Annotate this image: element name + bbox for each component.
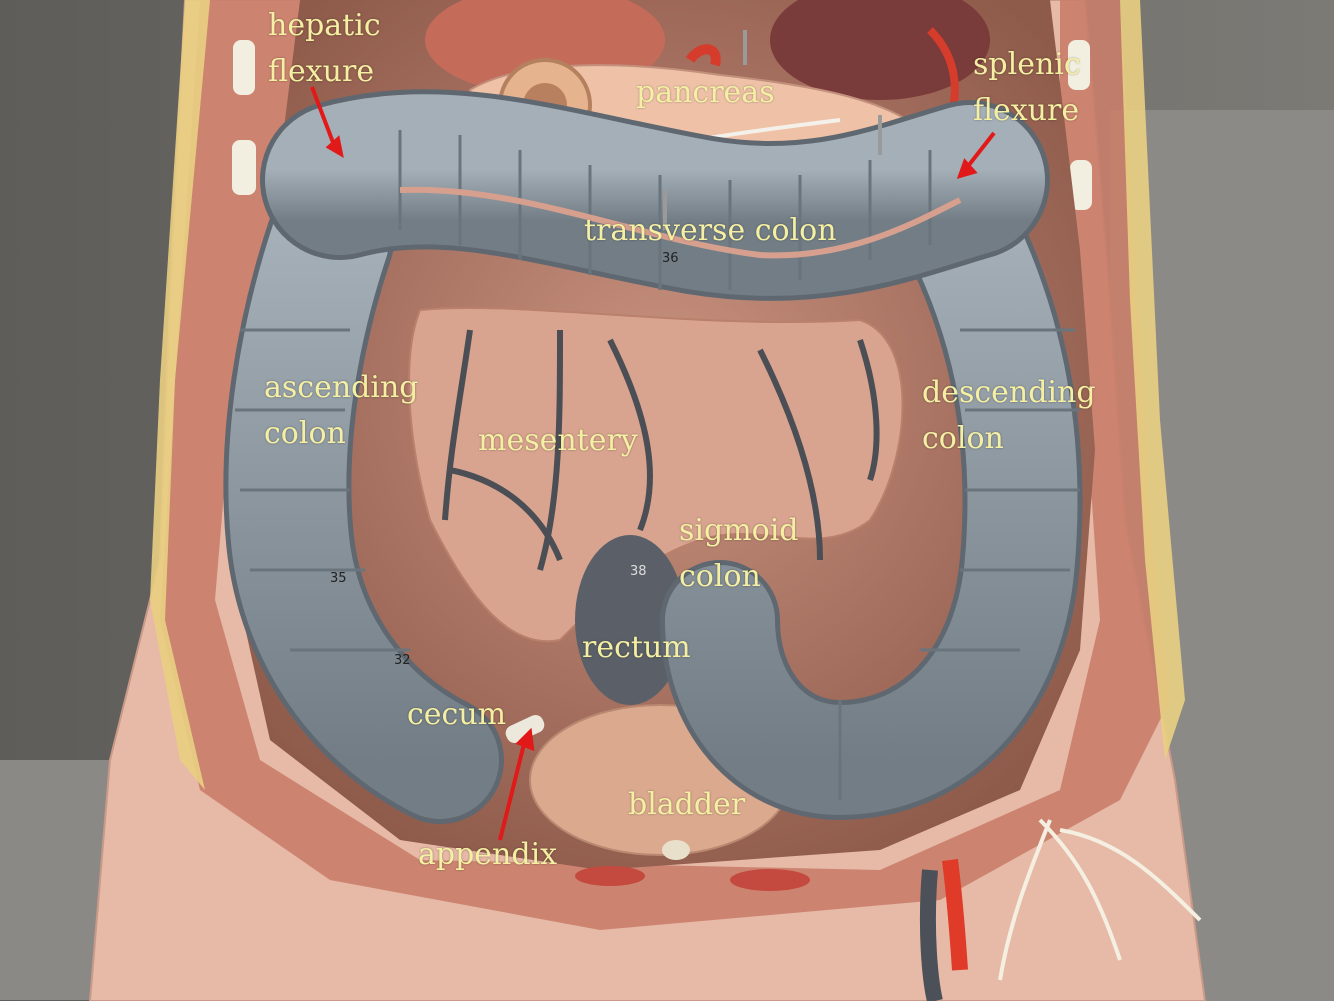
table-surface [0,760,110,1000]
pubic-knob [662,840,690,860]
label-splenic-flexure: splenic flexure [973,42,1081,134]
large-intestine [223,89,1083,824]
appendix [505,715,545,743]
rib-section [1068,40,1090,90]
mesenteric-vessels [442,329,880,571]
pointer-arrows [310,86,996,841]
label-transverse-colon: transverse colon [584,213,837,248]
fat-layer-right [1120,0,1185,760]
femoral-vein [919,869,943,1001]
appendix-arrow [498,739,527,841]
model-number-cecum: 32 [394,653,411,668]
label-line: flexure [268,54,375,89]
appendix-arrow-head [515,727,535,752]
label-bladder: bladder [628,787,746,822]
model-numbers: 36 35 32 38 [330,251,679,668]
label-line: descending [922,375,1096,410]
label-pancreas: pancreas [636,75,775,110]
muscle-section [575,866,645,886]
label-line: flexure [973,93,1080,128]
label-ascending-colon: ascending colon [264,365,418,457]
rib-section [232,140,256,195]
label-rectum: rectum [582,630,691,665]
rectum [575,535,685,705]
splenic-flexure-arrow [963,131,996,172]
splenic-flexure-arrow-head [956,158,978,179]
label-sigmoid-colon: sigmoid colon [679,508,799,600]
artery [685,44,721,67]
body-wall-section [160,0,1170,930]
label-line: splenic [973,47,1081,82]
haustra [235,130,1080,800]
hepatic-flexure-arrow-head [325,135,344,158]
muscle-section [730,869,810,891]
label-appendix: appendix [418,837,558,872]
label-line: colon [922,421,1004,456]
label-mesentery: mesentery [478,423,638,458]
femoral-artery [942,859,968,971]
label-line: ascending [264,370,419,405]
fat-layer-left [150,0,210,790]
model-number-rectum: 38 [630,564,647,579]
rib-section [233,40,255,95]
model-pins [663,30,882,230]
label-line: sigmoid [679,513,799,548]
taenia-coli [399,186,962,259]
label-descending-colon: descending colon [922,370,1096,462]
label-hepatic-flexure: hepatic flexure [268,3,381,95]
spleen [770,0,990,100]
label-line: colon [679,559,761,594]
label-line: colon [264,416,346,451]
nerves [998,818,1202,981]
model-number-transverse: 36 [662,251,679,266]
model-number-ascending: 35 [330,571,347,586]
label-cecum: cecum [407,697,507,732]
label-line: hepatic [268,8,381,43]
hepatic-flexure-arrow [310,86,336,146]
rib-section [1070,160,1092,210]
